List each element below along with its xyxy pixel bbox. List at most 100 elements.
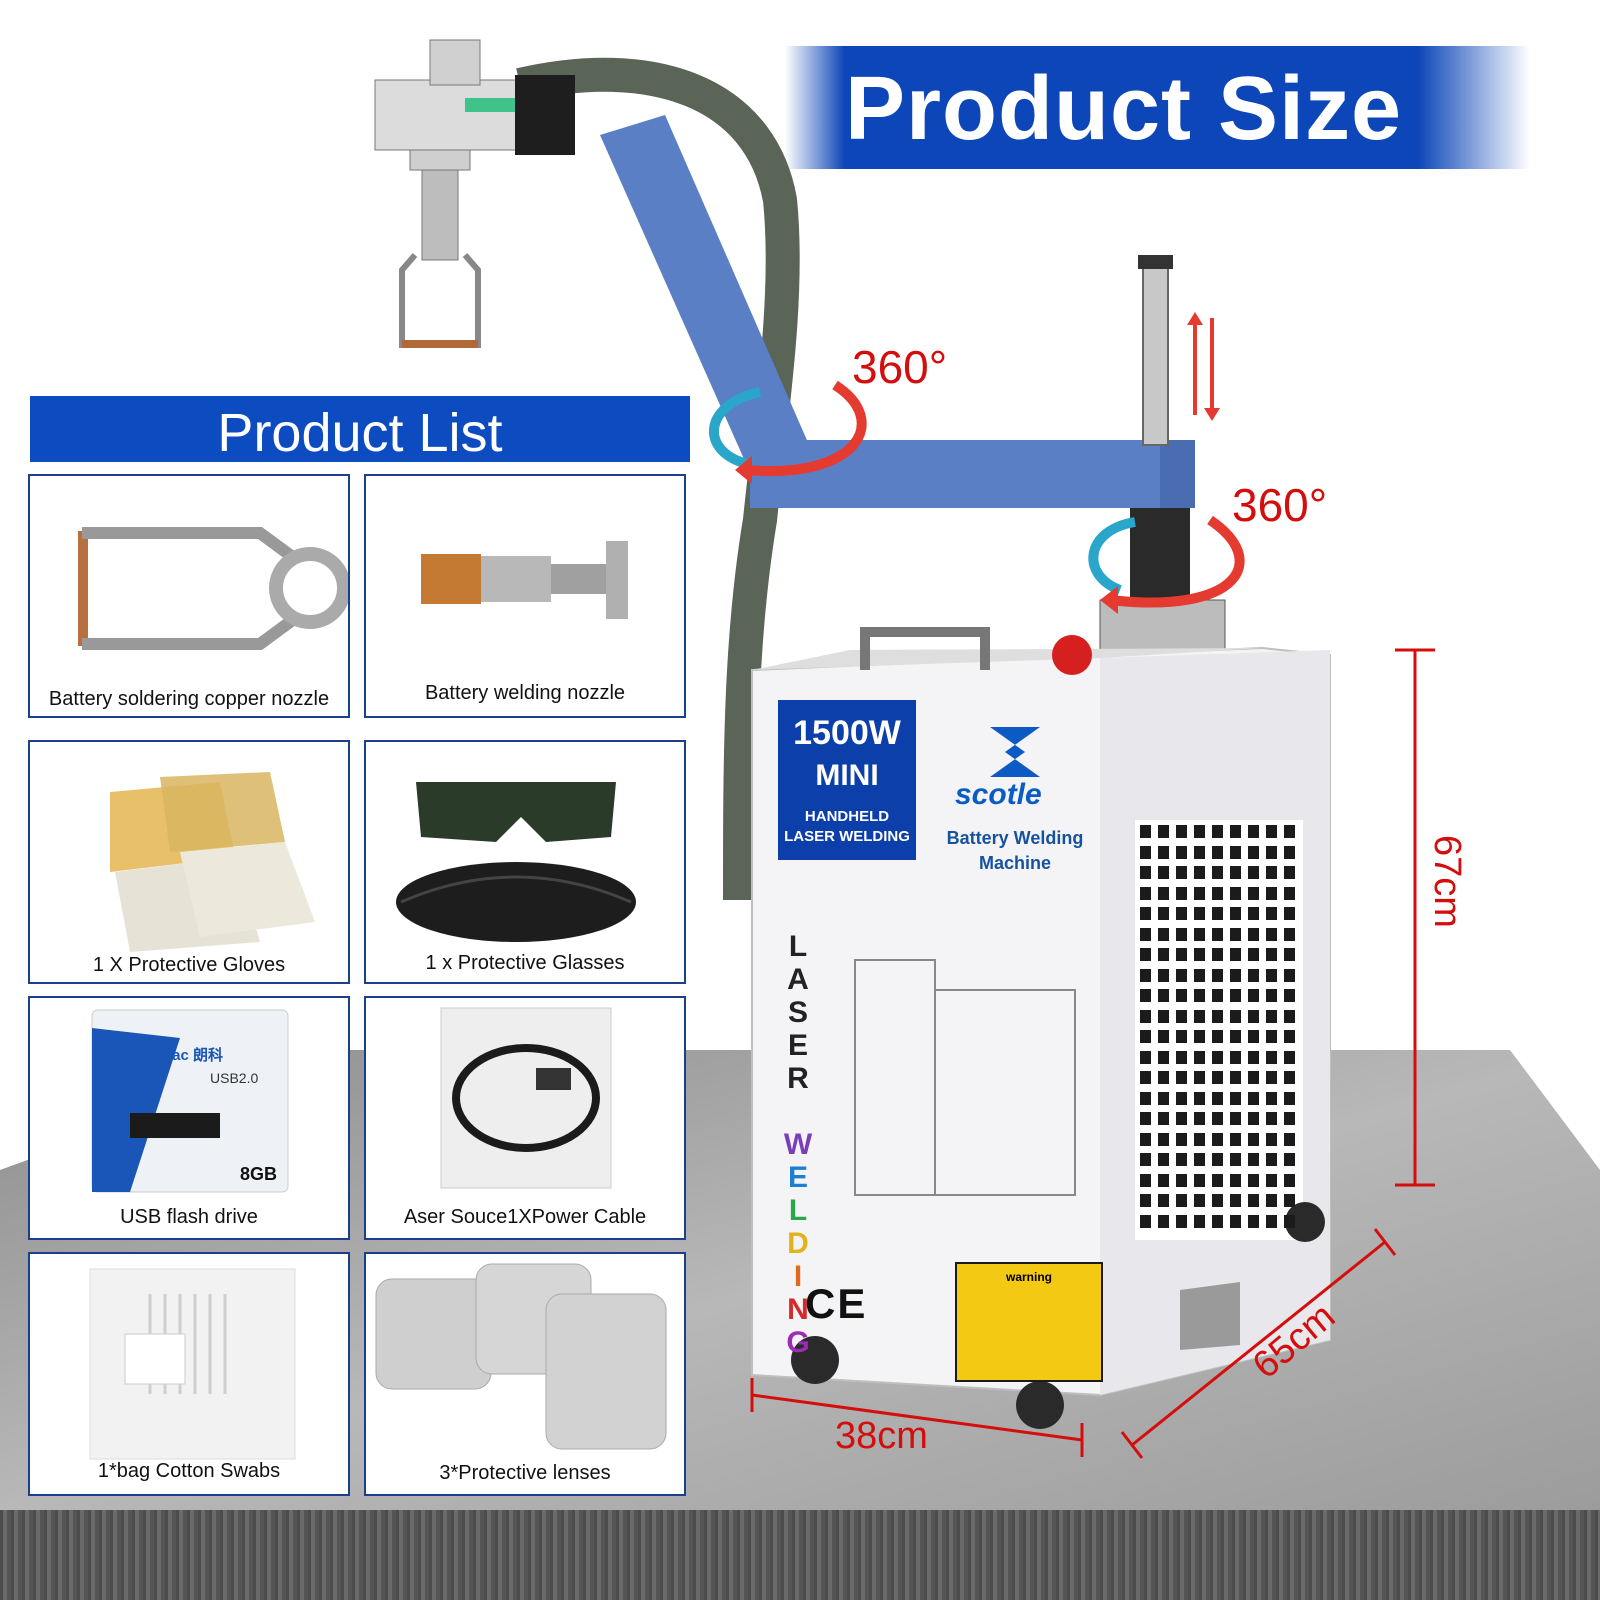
vent-hole xyxy=(1284,1112,1295,1125)
vent-hole xyxy=(1230,968,1241,982)
glasses-icon xyxy=(396,782,636,942)
warning-label: warning xyxy=(955,1262,1103,1382)
vent-hole xyxy=(1194,968,1205,982)
vent-hole xyxy=(1230,927,1241,941)
vent-hole xyxy=(1158,845,1169,859)
vent-hole xyxy=(1248,845,1259,859)
vent-hole xyxy=(1140,825,1151,838)
vent-hole xyxy=(1284,1009,1295,1023)
product-cell-power-cable: Aser Souce1XPower Cable xyxy=(364,996,686,1240)
vent-hole xyxy=(1230,1030,1241,1043)
type-line-2: LASER WELDING xyxy=(784,828,910,845)
vent-hole xyxy=(1194,1112,1205,1125)
cotton-swabs-icon xyxy=(89,1268,296,1460)
cable-hose xyxy=(516,57,800,901)
vent-hole xyxy=(1158,1071,1169,1084)
product-list-header: Product List xyxy=(30,396,690,463)
vent-hole xyxy=(1176,1071,1187,1084)
wheel-front-left xyxy=(791,1336,839,1384)
depth-dimension-line xyxy=(1131,1240,1386,1447)
vent-hole xyxy=(1140,907,1151,920)
product-cell-copper-nozzle: Battery soldering copper nozzle xyxy=(28,474,350,718)
vent-hole xyxy=(1194,1153,1205,1166)
vent-hole xyxy=(1212,1214,1223,1228)
product-label: 1*bag Cotton Swabs xyxy=(97,1460,281,1482)
vent-hole xyxy=(1212,927,1223,941)
vent-hole xyxy=(1284,1173,1295,1187)
vent-hole xyxy=(1284,968,1295,982)
rotation-arrow-column xyxy=(1088,517,1137,595)
vent-hole xyxy=(1158,1009,1169,1023)
vent-hole xyxy=(1248,927,1259,941)
vent-hole xyxy=(1194,948,1205,961)
vent-hole xyxy=(1284,825,1295,838)
vent-hole xyxy=(1230,886,1241,900)
vent-hole xyxy=(1140,1112,1151,1125)
usb-drive-icon xyxy=(91,1009,289,1193)
vent-hole xyxy=(1230,1153,1241,1166)
vent-hole xyxy=(1140,1214,1151,1228)
vent-hole xyxy=(1266,1112,1277,1125)
machine-name-line-2: Machine xyxy=(978,853,1052,873)
vent-hole xyxy=(1248,968,1259,982)
product-label: USB flash drive xyxy=(120,1206,258,1228)
wheel-back xyxy=(1285,1202,1325,1242)
vent-hole xyxy=(1176,1112,1187,1125)
vent-hole xyxy=(1140,948,1151,961)
vent-hole xyxy=(1140,989,1151,1002)
laser-head xyxy=(374,79,521,151)
model-label: MINI xyxy=(815,759,879,792)
width-dimension-line xyxy=(751,1393,1083,1442)
page-title: Product Size xyxy=(845,59,1403,159)
vent-hole xyxy=(1194,886,1205,900)
vent-hole xyxy=(1248,1050,1259,1064)
vent-hole xyxy=(1158,866,1169,879)
vent-hole xyxy=(1140,1132,1151,1146)
vent-hole xyxy=(1194,1214,1205,1228)
vent-hole xyxy=(1176,1009,1187,1023)
vent-hole xyxy=(1212,1050,1223,1064)
vent-hole xyxy=(1140,1071,1151,1084)
vent-hole xyxy=(1248,907,1259,920)
protective-lenses-icon xyxy=(375,1263,667,1450)
vent-hole xyxy=(1194,1194,1205,1207)
vent-hole xyxy=(1140,1153,1151,1166)
vertical-text-letter: E xyxy=(787,1029,808,1062)
vent-hole xyxy=(1140,845,1151,859)
vent-hole xyxy=(1266,1214,1277,1228)
vent-hole xyxy=(1158,1132,1169,1146)
emergency-stop-button xyxy=(1052,635,1092,675)
vent-hole xyxy=(1248,1153,1259,1166)
vent-hole xyxy=(1266,886,1277,900)
vent-hole xyxy=(1158,1194,1169,1207)
vent-hole xyxy=(1230,1009,1241,1023)
vent-hole xyxy=(1176,1194,1187,1207)
vent-hole xyxy=(1212,1132,1223,1146)
vent-hole xyxy=(1284,989,1295,1002)
product-label: Battery soldering copper nozzle xyxy=(48,688,330,710)
vent-hole xyxy=(1266,825,1277,838)
vent-hole xyxy=(1248,866,1259,879)
product-cell-cotton-swabs: 1*bag Cotton Swabs xyxy=(28,1252,350,1496)
vent-hole xyxy=(1284,927,1295,941)
vent-hole xyxy=(1266,1071,1277,1084)
vent-hole xyxy=(1248,1132,1259,1146)
vent-hole xyxy=(1284,1153,1295,1166)
vertical-text-letter: N xyxy=(787,1293,809,1326)
vent-hole xyxy=(1266,866,1277,879)
vent-hole xyxy=(1266,907,1277,920)
title-banner xyxy=(785,46,1530,169)
vent-hole xyxy=(1158,1173,1169,1187)
vertical-text-letter: W xyxy=(783,1128,813,1161)
vent-hole xyxy=(1248,1214,1259,1228)
vent-hole xyxy=(1140,1173,1151,1187)
vent-hole xyxy=(1194,1009,1205,1023)
vertical-text-letter xyxy=(778,1095,818,1128)
vertical-text-letter: L xyxy=(788,930,808,963)
vent-hole xyxy=(1140,1050,1151,1064)
vent-hole xyxy=(1248,1071,1259,1084)
vent-hole xyxy=(1230,989,1241,1002)
rotation-column xyxy=(1130,508,1190,608)
vent-hole xyxy=(1284,1194,1295,1207)
vent-hole xyxy=(1176,866,1187,879)
